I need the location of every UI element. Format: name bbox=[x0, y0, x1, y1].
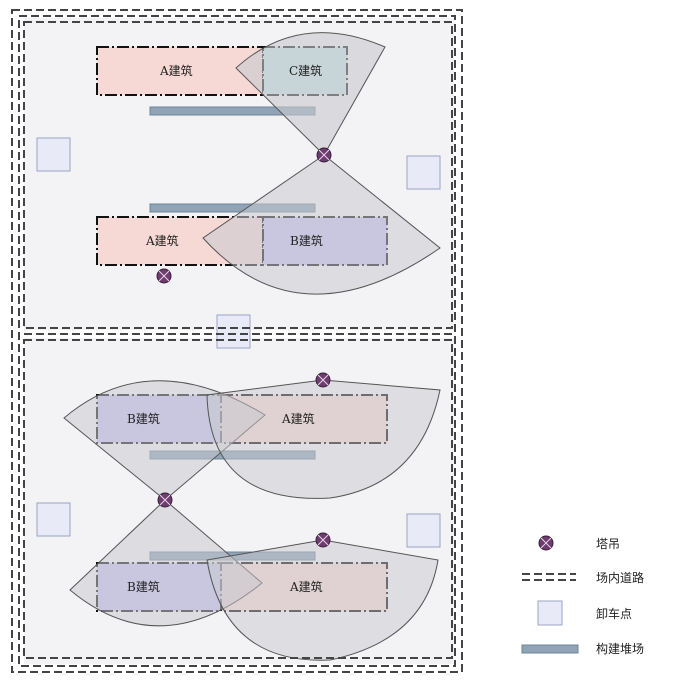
tower-crane bbox=[315, 532, 331, 548]
tower-crane bbox=[157, 492, 173, 508]
crane-range-sector bbox=[206, 539, 439, 661]
legend-tower-crane-label: 塔吊 bbox=[596, 537, 620, 551]
legend-unloading-point-icon bbox=[537, 600, 563, 626]
legend-site-road-icon bbox=[522, 573, 576, 581]
building-a-label: A建筑 bbox=[289, 579, 323, 594]
building-c-label: C建筑 bbox=[289, 63, 322, 78]
site-road bbox=[11, 9, 463, 673]
unloading-point bbox=[406, 513, 441, 548]
building-b-label: B建筑 bbox=[127, 411, 160, 426]
building-a-label: A建筑 bbox=[159, 63, 193, 78]
crane-range-sector bbox=[206, 379, 441, 499]
legend-component-yard-icon bbox=[521, 644, 579, 654]
upper-zone: A建筑 C建筑 A建筑 B建筑 bbox=[36, 32, 441, 295]
unloading-point bbox=[36, 137, 71, 172]
building-b-label: B建筑 bbox=[290, 233, 323, 248]
legend-site-road-label: 场内道路 bbox=[596, 570, 644, 585]
legend-unloading-point-label: 卸车点 bbox=[596, 606, 632, 621]
unloading-point bbox=[216, 314, 251, 349]
crane-range-sector bbox=[235, 32, 386, 156]
crane-range-sector bbox=[202, 154, 441, 295]
tower-crane bbox=[156, 268, 172, 284]
unloading-point bbox=[36, 502, 71, 537]
building-a-label: A建筑 bbox=[281, 411, 315, 426]
legend-component-yard-label: 构建堆场 bbox=[596, 641, 644, 656]
lower-zone: B建筑 A建筑 B建筑 A建筑 bbox=[36, 372, 441, 661]
tower-crane bbox=[316, 147, 332, 163]
unloading-point bbox=[406, 155, 441, 190]
legend: 塔吊 场内道路 卸车点 构建堆场 bbox=[521, 535, 644, 656]
building-b-label: B建筑 bbox=[127, 579, 160, 594]
legend-tower-crane-icon bbox=[538, 535, 554, 551]
building-a-label: A建筑 bbox=[145, 233, 179, 248]
tower-crane bbox=[315, 372, 331, 388]
